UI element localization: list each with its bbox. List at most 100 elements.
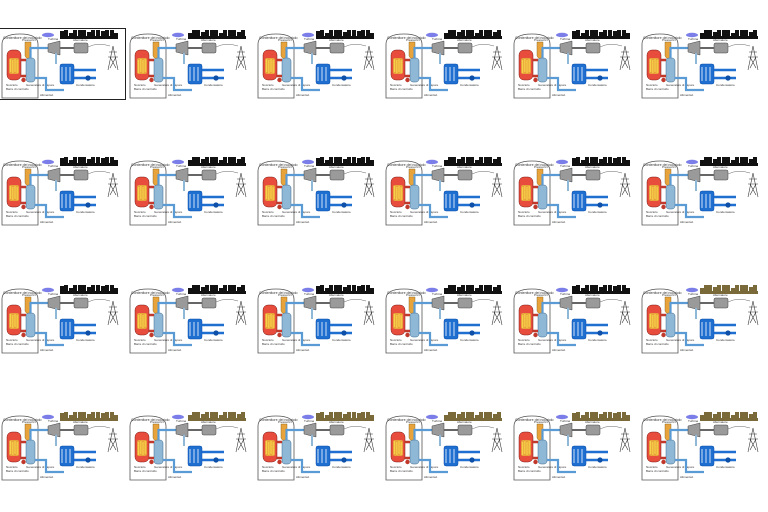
turbine [303,167,317,183]
feedwater-line [675,331,704,347]
turbine [559,422,573,438]
cooling-pump [597,457,603,463]
shaft [316,302,330,304]
fuel-rod [394,59,396,72]
primary-pump [21,77,26,83]
pylon-icon [363,300,375,326]
primary-loop [277,440,282,460]
cooling-pump [725,75,731,81]
primary-pump [277,204,282,210]
primary-pump [149,77,154,83]
fuel-rod [396,315,398,328]
alternator-label: Alternatore [201,165,216,169]
power-line [471,426,495,430]
cooling-loop [714,195,736,207]
fuel-rod [526,442,528,455]
feedwater-line [291,203,320,219]
cloud-icon [686,414,698,420]
fuel-rod [142,315,144,328]
rods-label: Barre di controllo [646,469,669,473]
fuel-rod [268,315,270,328]
fuel-rod [652,60,654,73]
feedwater-label: Alimentaz. [168,93,182,97]
core-label: Nocciolo [646,465,658,469]
city-skyline [316,412,374,421]
condenser [315,318,331,340]
cloud-icon [686,287,698,293]
steam-generator-label: Generatore di vapore [154,338,183,342]
pressurizer-label: Pressurizz. [406,420,421,424]
containment-label: Contenitore del nocciolo [131,418,170,422]
fuel-rod [528,186,530,199]
pressurizer-label: Pressurizz. [662,165,677,169]
turbine-label: Turbina [432,37,442,41]
reactor-core [649,185,659,201]
steam-generator-label: Generatore di vapore [26,83,55,87]
alternator [585,42,601,54]
pylon-icon [747,172,759,198]
rods-label: Barre di controllo [518,87,541,91]
alternator [73,169,89,181]
core-label: Nocciolo [646,210,658,214]
city-skyline [444,285,502,294]
containment-label: Contenitore del nocciolo [259,418,298,422]
turbine-label: Turbina [688,419,698,423]
fuel-rod [138,315,140,328]
shaft [444,429,458,431]
alternator-label: Alternatore [457,420,472,424]
feedwater-line [163,458,192,474]
fuel-rod [272,60,274,73]
containment-label: Contenitore del nocciolo [515,418,554,422]
steam-generator [537,312,548,338]
steam-generator [537,57,548,83]
alternator [713,424,729,436]
steam-generator [409,439,420,465]
alternator [201,42,217,54]
cloud-icon [556,159,568,165]
feedwater-line [291,458,320,474]
condenser [59,445,75,467]
rods-label: Barre di controllo [134,87,157,91]
pressurizer-label: Pressurizz. [22,38,37,42]
condenser-label: Condensatore [76,210,95,214]
turbine [303,422,317,438]
alternator-label: Alternatore [585,293,600,297]
core-label: Nocciolo [134,210,146,214]
fuel-rod [650,59,652,72]
city-skyline [188,412,246,421]
alternator-label: Alternatore [457,293,472,297]
fuel-rod [12,60,14,73]
power-line [727,426,751,430]
cloud-icon [426,159,438,165]
reactor-core [521,185,531,201]
condenser-label: Condensatore [460,210,479,214]
primary-pump [149,204,154,210]
rods-label: Barre di controllo [262,87,285,91]
alternator-label: Alternatore [329,420,344,424]
city-skyline [188,285,246,294]
cloud-icon [42,287,54,293]
power-line [343,426,367,430]
condenser [699,63,715,85]
core-label: Nocciolo [646,338,658,342]
cooling-pump [213,330,219,336]
containment-label: Contenitore del nocciolo [515,163,554,167]
cooling-loop [330,323,352,335]
primary-loop [533,313,538,333]
cloud-icon [426,414,438,420]
condenser-label: Condensatore [588,465,607,469]
feedwater-line [163,203,192,219]
cooling-pump [85,202,91,208]
steam-generator-label: Generatore di vapore [538,338,567,342]
condenser-label: Condensatore [204,210,223,214]
cloud-icon [42,414,54,420]
power-line [727,299,751,303]
turbine [687,295,701,311]
fuel-rod [400,60,402,73]
fuel-rod [138,187,140,200]
cooling-loop [74,68,96,80]
core-label: Nocciolo [518,83,530,87]
